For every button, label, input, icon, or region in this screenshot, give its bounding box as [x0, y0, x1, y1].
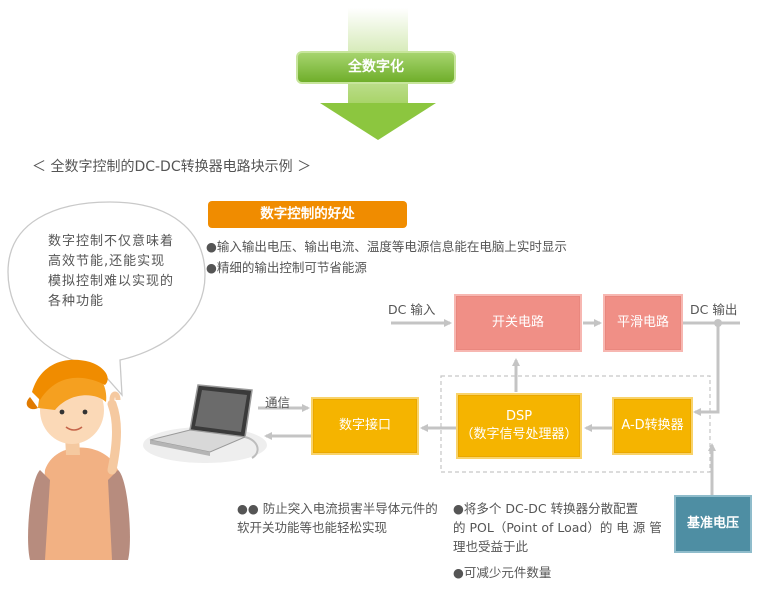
benefit-item: ●精细的输出控制可节省能源 — [206, 260, 367, 275]
fewer-parts-note: ●可减少元件数量 — [453, 565, 552, 580]
adc-label: A-D转换器 — [621, 418, 684, 434]
output-junction-dot — [714, 319, 722, 327]
dsp-block: DSP （数字信号处理器） — [456, 393, 582, 459]
dc-input-label: DC 输入 — [388, 302, 436, 317]
benefits-heading-label: 数字控制的好处 — [260, 206, 355, 223]
digitalization-banner: 全数字化 — [296, 51, 456, 84]
laptop-icon — [143, 384, 267, 463]
control-block-dashed-outline — [440, 375, 711, 473]
protection-note: ●● 防止突入电流损害半导体元件的软开关功能等也能轻松实现 — [237, 501, 438, 535]
signal-lines — [258, 319, 740, 498]
smoothing-circuit-block: 平滑电路 — [603, 294, 683, 352]
pol-note-line: ●将多个 DC-DC 转换器分散配置 — [453, 501, 639, 516]
benefit-item: ●输入输出电压、输出电流、温度等电源信息能在电脑上实时显示 — [206, 239, 567, 254]
diagram-title: ＜ 全数字控制的DC-DC转换器电路块示例 ＞ — [32, 159, 312, 175]
speech-bubble-shape — [7, 201, 206, 397]
adc-block: A-D转换器 — [612, 397, 693, 455]
benefits-heading: 数字控制的好处 — [208, 201, 407, 228]
dsp-label: DSP — [505, 409, 533, 425]
digital-interface-block: 数字接口 — [311, 397, 419, 455]
communication-label: 通信 — [265, 395, 291, 410]
pol-note-line: 理也受益于此 — [453, 539, 529, 554]
smoothing-circuit-label: 平滑电路 — [616, 315, 669, 331]
pol-note: ●将多个 DC-DC 转换器分散配置 的 POL（Point of Load）的… — [453, 499, 668, 556]
reference-voltage-label: 基准电压 — [686, 516, 739, 532]
guide-character-illustration — [26, 359, 130, 560]
dc-output-label: DC 输出 — [690, 302, 738, 317]
dsp-sub-label: （数字信号处理器） — [460, 427, 578, 442]
switch-circuit-block: 开关电路 — [454, 294, 582, 352]
banner-label: 全数字化 — [348, 59, 404, 76]
digital-interface-label: 数字接口 — [338, 418, 391, 434]
speech-bubble-text: 数字控制不仅意味着高效节能,还能实现模拟控制难以实现的各种功能 — [48, 234, 175, 309]
switch-circuit-label: 开关电路 — [491, 315, 544, 331]
pol-note-line: 的 POL（Point of Load）的 电 源 管 — [453, 520, 662, 535]
reference-voltage-block: 基准电压 — [674, 495, 752, 553]
